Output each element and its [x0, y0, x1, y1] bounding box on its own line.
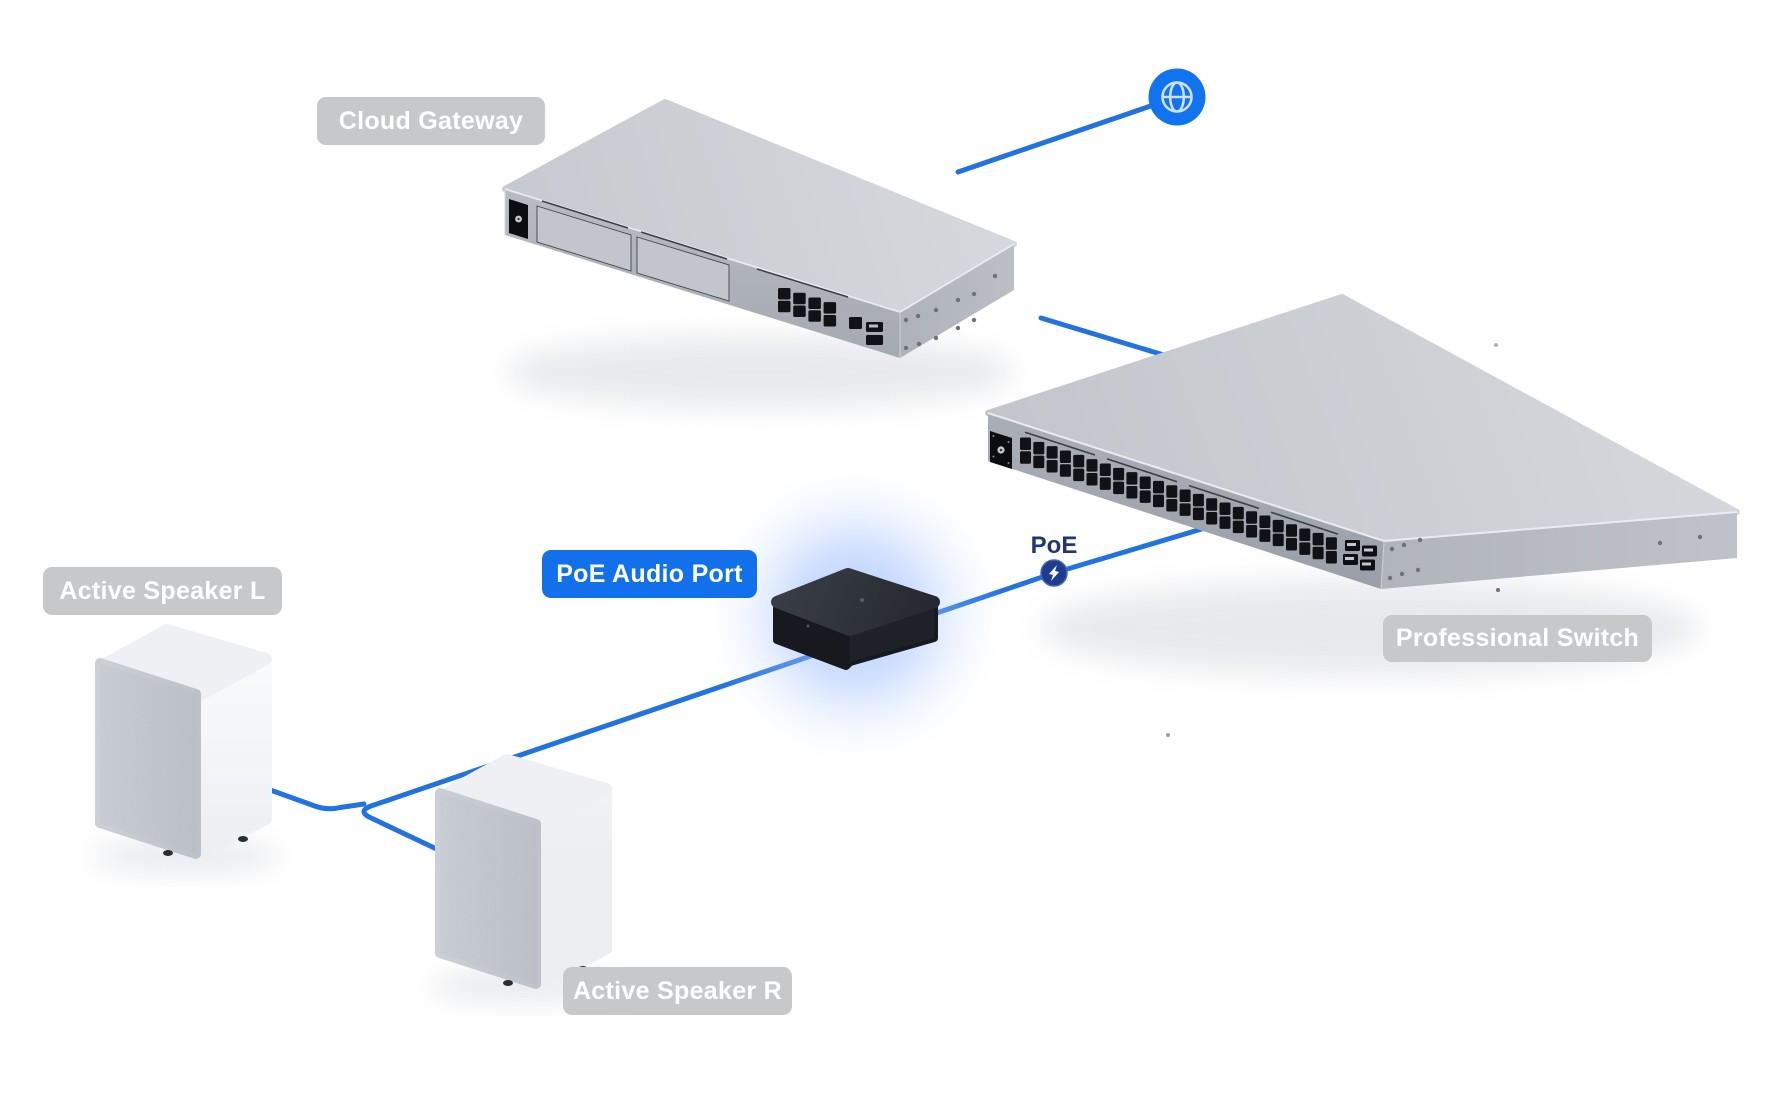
poe-cable-label: PoE — [1030, 532, 1078, 559]
switch-display — [990, 431, 1012, 469]
switch-sfp-ports — [1343, 540, 1377, 571]
internet-globe-icon — [1148, 68, 1206, 126]
professional-switch-device — [985, 294, 1740, 737]
active-speaker-l-label: Active Speaker L — [43, 567, 282, 615]
gateway-drive-bays — [536, 205, 730, 302]
cable-internet-to-gateway — [955, 94, 1180, 175]
poe-power-badge — [1040, 559, 1068, 587]
cables — [259, 94, 1208, 856]
cloud-gateway-label: Cloud Gateway — [317, 97, 545, 145]
audio-port-logo-mark — [860, 598, 864, 602]
gateway-display — [509, 199, 528, 239]
gateway-rj45-ports — [778, 288, 837, 327]
poe-audio-port-device[interactable] — [705, 465, 1005, 765]
switch-port-group-lines — [1024, 431, 1339, 535]
professional-switch-label: Professional Switch — [1383, 615, 1652, 662]
audio-port-led — [806, 624, 810, 628]
switch-screws — [1166, 343, 1703, 737]
switch-rj45-ports — [1020, 437, 1337, 564]
cable-gateway-to-switch — [1038, 315, 1170, 359]
cable-audio-port-to-speaker-l — [259, 784, 367, 812]
gateway-sfp-ports — [849, 317, 883, 345]
active-speaker-r-device — [435, 754, 612, 990]
active-speaker-l-device — [95, 624, 272, 860]
cloud-gateway-device — [502, 99, 1017, 358]
lightning-bolt-icon — [1049, 565, 1059, 581]
poe-audio-port-label[interactable]: PoE Audio Port — [542, 550, 757, 598]
cable-switch-to-audio-port-to-speaker-r — [361, 525, 1208, 856]
gateway-screws — [903, 273, 998, 351]
active-speaker-r-label: Active Speaker R — [563, 967, 792, 1015]
